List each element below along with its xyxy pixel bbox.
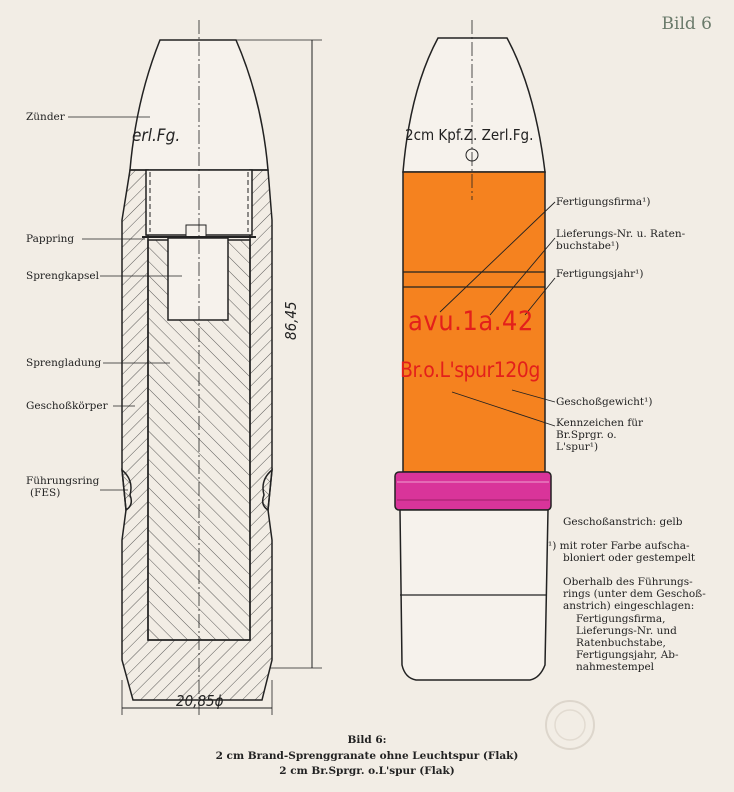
- stencil-line-2: Br.o.L'spur120g: [400, 358, 540, 382]
- note-list-5: nahmestempel: [576, 661, 655, 673]
- label-pappring: Pappring: [26, 233, 75, 245]
- right-fuze: [402, 37, 546, 173]
- label-kennzeichen-1: Kennzeichen für: [556, 417, 644, 429]
- diameter-dimension: 20,85ϕ: [176, 692, 224, 710]
- note-footnote-1: ¹) mit roter Farbe aufscha-: [548, 540, 690, 552]
- label-lieferungs-2: buchstabe¹): [556, 240, 620, 252]
- rotating-band: [394, 471, 552, 511]
- label-sprengkapsel: Sprengkapsel: [26, 270, 99, 282]
- label-kennzeichen-3: L'spur¹): [556, 441, 599, 453]
- label-lieferungs-1: Lieferungs-Nr. u. Raten-: [556, 228, 686, 240]
- label-kennzeichen-2: Br.Sprgr. o.: [556, 429, 617, 441]
- note-list-4: Fertigungsjahr, Ab-: [576, 649, 679, 661]
- right-fuze-marking: 2cm Kpf.Z. Zerl.Fg.: [405, 126, 534, 144]
- label-geschosskoerper: Geschoßkörper: [26, 400, 108, 412]
- note-oberhalb-3: anstrich) eingeschlagen:: [563, 600, 695, 612]
- left-ring-r: [261, 468, 273, 512]
- label-fertigungsfirma: Fertigungsfirma¹): [556, 196, 651, 208]
- label-fertigungsjahr: Fertigungsjahr¹): [556, 268, 644, 280]
- label-sprengladung: Sprengladung: [26, 357, 102, 369]
- note-list-1: Fertigungsfirma,: [576, 613, 666, 625]
- length-dimension: 86,45: [282, 301, 300, 340]
- caption-line-1: 2 cm Brand-Sprenggranate ohne Leuchtspur…: [215, 750, 519, 762]
- label-zuender: Zünder: [26, 111, 65, 123]
- caption-line-2: 2 cm Br.Sprgr. o.L'spur (Flak): [279, 765, 455, 777]
- note-list-3: Ratenbuchstabe,: [576, 637, 666, 649]
- label-geschossgewicht: Geschoßgewicht¹): [556, 396, 653, 408]
- stencil-line-1: avu.1a.42: [408, 306, 534, 337]
- note-anstrich: Geschoßanstrich: gelb: [563, 516, 683, 528]
- figure-label: Bild 6: [661, 14, 712, 34]
- note-footnote-2: bloniert oder gestempelt: [563, 552, 696, 564]
- left-fuze-marking: erl.Fg.: [132, 126, 181, 146]
- label-fuehrungsring-sub: (FES): [30, 487, 61, 499]
- external-view: [394, 20, 556, 681]
- painted-body: [402, 171, 546, 473]
- note-oberhalb-2: rings (unter dem Geschoß-: [563, 588, 706, 600]
- label-fuehrungsring: Führungsring: [26, 475, 100, 487]
- embossed-stamp: [545, 700, 595, 750]
- section-view: [68, 20, 322, 715]
- note-list-2: Lieferungs-Nr. und: [576, 625, 677, 637]
- caption-title: Bild 6:: [347, 734, 387, 746]
- detonator-cap: [167, 237, 229, 321]
- note-oberhalb-1: Oberhalb des Führungs-: [563, 576, 693, 588]
